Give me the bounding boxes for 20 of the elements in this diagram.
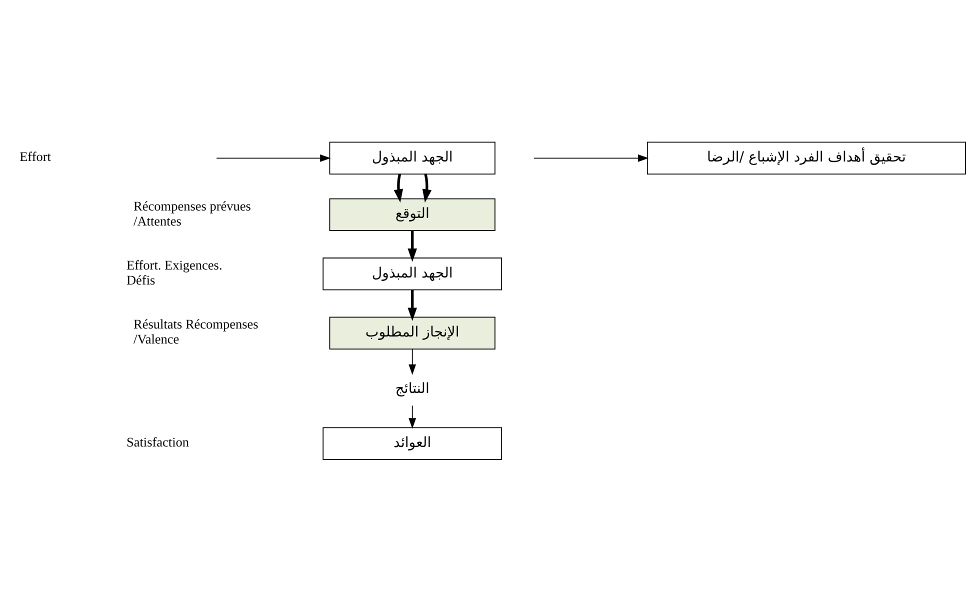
label: Effort. Exigences. Défis — [126, 257, 222, 288]
arrow — [408, 290, 417, 322]
label: Satisfaction — [126, 434, 190, 450]
node-box: الجهد المبذول — [329, 142, 496, 174]
label: Effort — [20, 149, 51, 164]
arrow — [408, 230, 417, 262]
arrow — [534, 154, 649, 162]
node-text: النتائج — [395, 381, 430, 398]
arrow — [216, 154, 331, 162]
arrow — [408, 405, 416, 429]
label: Récompenses prévues /Attentes — [134, 198, 251, 228]
node-box: الجهد المبذول — [322, 258, 502, 290]
node-box: تحقيق أهداف الفرد الإشباع /الرضا — [646, 142, 966, 174]
node-box: الإنجاز المطلوب — [329, 316, 496, 350]
arrow — [394, 174, 404, 203]
node-box: العوائد — [322, 427, 502, 460]
node-box: التوقع — [329, 198, 496, 232]
label: Résultats Récompenses /Valence — [134, 316, 258, 347]
arrow — [408, 348, 416, 375]
arrow — [422, 174, 432, 203]
